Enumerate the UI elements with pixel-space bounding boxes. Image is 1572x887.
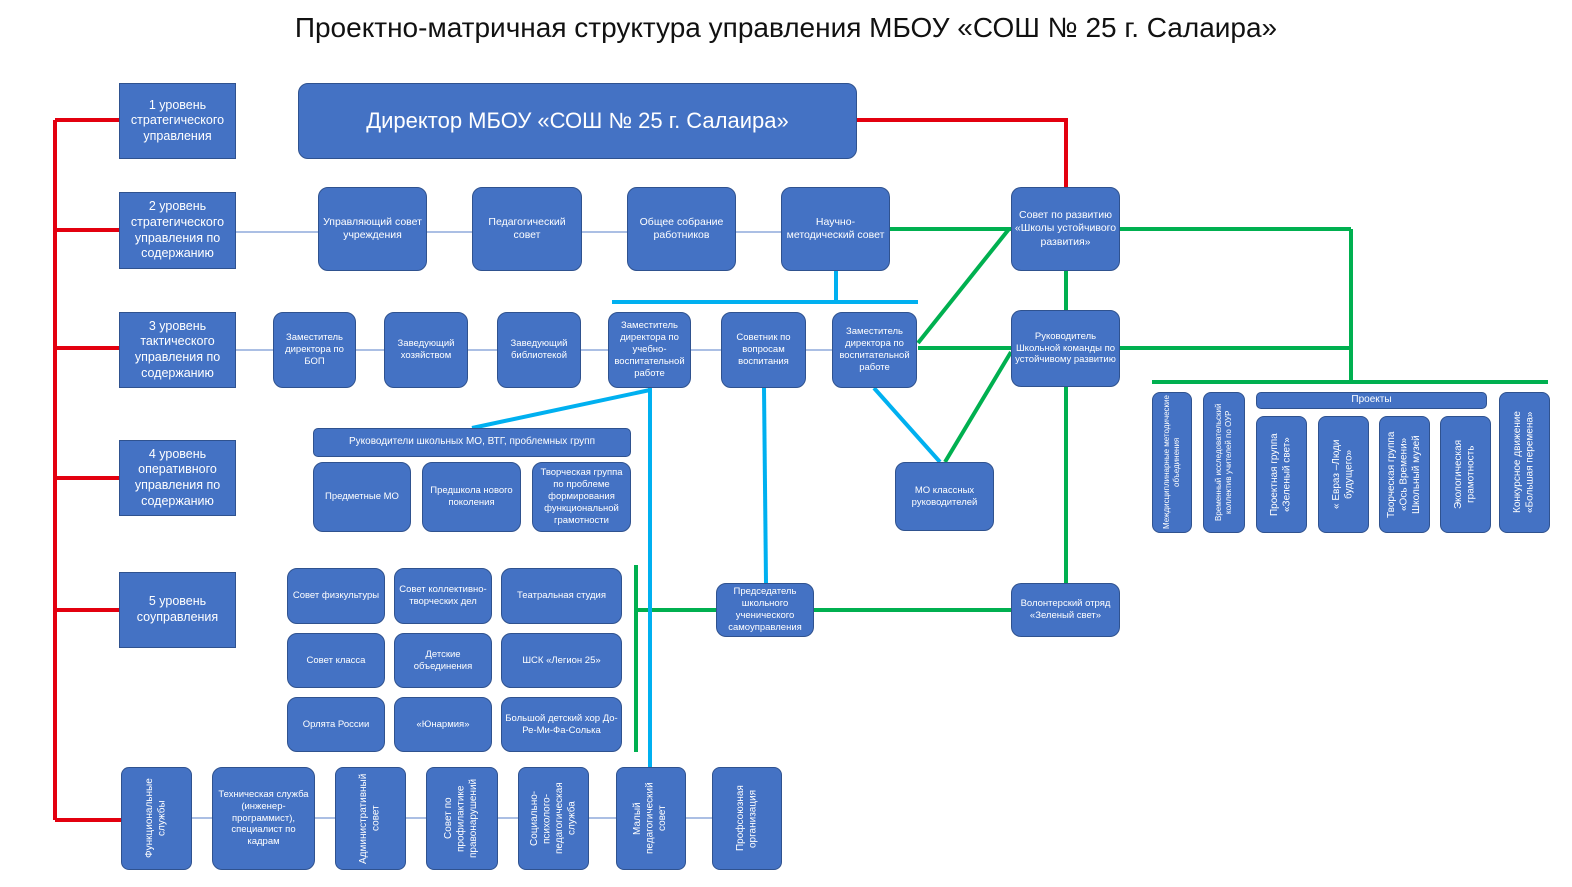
volunteer-squad-box: Волонтерский отряд «Зеленый свет»	[1011, 583, 1120, 637]
director-box: Директор МБОУ «СОШ № 25 г. Салаира»	[298, 83, 857, 159]
social-psych-service-box: Социально-психолого-педагогическая служб…	[518, 767, 589, 870]
staff-assembly-box: Общее собрание работников	[627, 187, 736, 271]
mo-heads-bar: Руководители школьных МО, ВТГ, проблемны…	[313, 428, 631, 457]
shsk-legion-box: ШСК «Легион 25»	[501, 633, 622, 688]
project-green-light-box: Проектная группа «Зеленый свет»	[1256, 416, 1307, 533]
theater-studio-box: Театральная студия	[501, 568, 622, 624]
class-teachers-mo-box: МО классных руководителей	[895, 462, 994, 531]
social-psych-service-label: Социально-психолого-педагогическая служб…	[528, 782, 578, 855]
trade-union-box: Профсоюзная организация	[712, 767, 782, 870]
project-evraz-label: « Евраз –Люди будущего»	[1331, 439, 1355, 510]
sports-council-box: Совет физкультуры	[287, 568, 385, 624]
project-time-axis-box: Творческая группа «Ось Времени» Школьный…	[1379, 416, 1430, 533]
small-ped-council-label: Малый педагогический совет	[632, 782, 669, 855]
temp-research-team-label: Временный исследовательский коллектив уч…	[1214, 403, 1233, 522]
project-time-axis-label: Творческая группа «Ось Времени» Школьный…	[1385, 431, 1422, 518]
level-4-box: 4 уровень оперативного управления по сод…	[119, 440, 236, 516]
yunarmiya-box: «Юнармия»	[394, 697, 492, 752]
class-council-box: Совет класса	[287, 633, 385, 688]
prevention-council-box: Совет по профилактике правонарушений	[426, 767, 498, 870]
creative-group-box: Творческая группа по проблеме формирован…	[532, 462, 631, 532]
preschool-box: Предшкола нового поколения	[422, 462, 521, 532]
development-council-box: Совет по развитию «Школы устойчивого раз…	[1011, 187, 1120, 271]
trade-union-label: Профсоюзная организация	[734, 785, 759, 852]
pedagogical-council-box: Педагогический совет	[472, 187, 582, 271]
projects-bar: Проекты	[1256, 392, 1487, 409]
choir-box: Большой детский хор До-Ре-Ми-Фа-Солька	[501, 697, 622, 752]
methodical-council-box: Научно-методический совет	[781, 187, 890, 271]
ktd-council-box: Совет коллективно-творческих дел	[394, 568, 492, 624]
project-ecology-box: Экологическая грамотность	[1440, 416, 1491, 533]
project-big-break-box: Конкурсное движение «Большая перемена»	[1499, 392, 1550, 533]
level-3-box: 3 уровень тактического управления по сод…	[119, 312, 236, 388]
children-associations-box: Детские объединения	[394, 633, 492, 688]
temp-research-team-box: Временный исследовательский коллектив уч…	[1203, 392, 1245, 533]
librarian-box: Заведующий библиотекой	[497, 312, 581, 388]
interdisciplinary-mo-label: Междисциплинарные методические объединен…	[1162, 395, 1181, 530]
project-ecology-label: Экологическая грамотность	[1453, 439, 1477, 510]
level-5-box: 5 уровень соуправления	[119, 572, 236, 648]
admin-council-box: Административный совет	[335, 767, 406, 870]
governing-council-box: Управляющий совет учреждения	[318, 187, 427, 271]
student-council-chair-box: Председатель школьного ученического само…	[716, 583, 814, 637]
subject-mo-box: Предметные МО	[313, 462, 411, 532]
functional-services-box: Функциональные службы	[121, 767, 192, 870]
project-big-break-label: Конкурсное движение «Большая перемена»	[1512, 411, 1536, 514]
functional-services-label: Функциональные службы	[144, 778, 168, 859]
deputy-educational-box: Заместитель директора по учебно-воспитат…	[608, 312, 691, 388]
level-2-box: 2 уровень стратегического управления по …	[119, 192, 236, 269]
project-green-light-label: Проектная группа «Зеленый свет»	[1269, 433, 1293, 516]
deputy-bop-box: Заместитель директора по БОП	[273, 312, 356, 388]
upbringing-advisor-box: Советник по вопросам воспитания	[721, 312, 806, 388]
technical-service-box: Техническая служба (инженер-программист)…	[212, 767, 315, 870]
supply-manager-box: Заведующий хозяйством	[384, 312, 468, 388]
project-evraz-box: « Евраз –Люди будущего»	[1318, 416, 1369, 533]
level-1-box: 1 уровень стратегического управления	[119, 83, 236, 159]
orlyata-box: Орлята России	[287, 697, 385, 752]
deputy-upbringing-box: Заместитель директора по воспитательной …	[832, 312, 917, 388]
small-ped-council-box: Малый педагогический совет	[616, 767, 686, 870]
sustainability-team-lead-box: Руководитель Школьной команды по устойчи…	[1011, 310, 1120, 387]
interdisciplinary-mo-box: Междисциплинарные методические объединен…	[1152, 392, 1192, 533]
diagram-title: Проектно-матричная структура управления …	[294, 12, 1278, 43]
admin-council-label: Административный совет	[358, 773, 382, 864]
prevention-council-label: Совет по профилактике правонарушений	[443, 778, 480, 859]
